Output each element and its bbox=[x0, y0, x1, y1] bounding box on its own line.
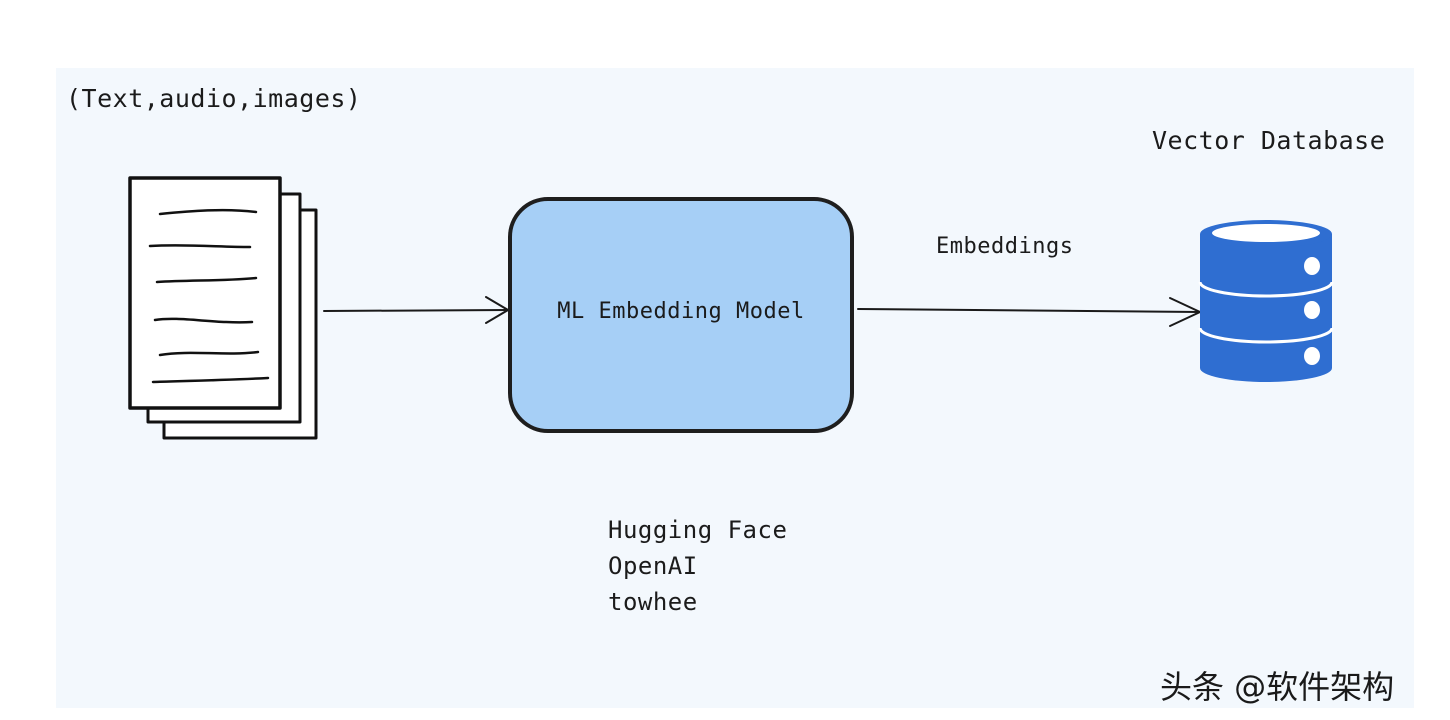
embedding-model-label: ML Embedding Model bbox=[557, 299, 805, 324]
embedding-model-node: ML Embedding Model bbox=[508, 197, 854, 433]
watermark: 头条 @软件架构 bbox=[1160, 668, 1395, 706]
provider-item-towhee: towhee bbox=[608, 588, 698, 616]
embeddings-label: Embeddings bbox=[936, 234, 1074, 259]
input-types-label: (Text,audio,images) bbox=[66, 84, 362, 113]
input-arrow bbox=[323, 296, 510, 324]
provider-item-hugging-face: Hugging Face bbox=[608, 516, 788, 544]
vector-database-label: Vector Database bbox=[1152, 126, 1386, 155]
documents-stack-icon bbox=[128, 176, 318, 440]
embeddings-arrow bbox=[857, 297, 1203, 327]
database-icon bbox=[1198, 220, 1334, 382]
provider-item-openai: OpenAI bbox=[608, 552, 698, 580]
provider-list: Hugging Face OpenAI towhee bbox=[608, 512, 787, 620]
